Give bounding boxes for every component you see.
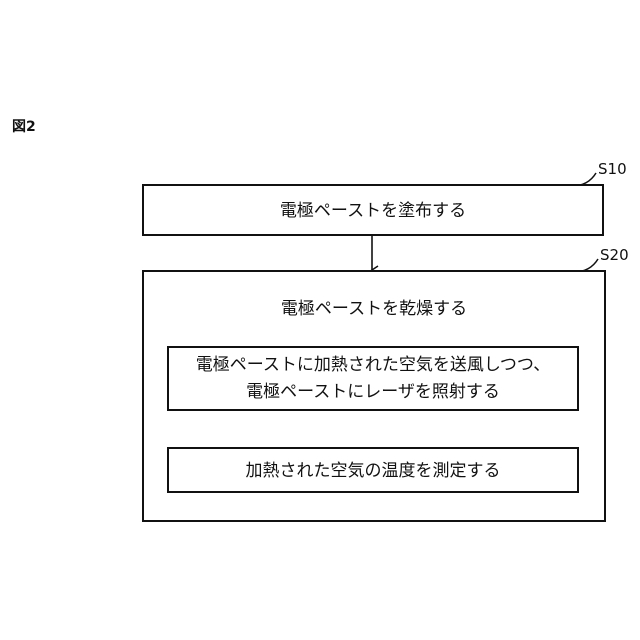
s21-text-line1: 電極ペーストに加熱された空気を送風しつつ、: [169, 352, 577, 378]
s21-box: 電極ペーストに加熱された空気を送風しつつ、 電極ペーストにレーザを照射する: [167, 346, 579, 411]
s20-text: 電極ペーストを乾燥する: [144, 296, 604, 322]
s10-step-label: S10: [598, 160, 627, 178]
s10-box: 電極ペーストを塗布する: [142, 184, 604, 236]
s21-text-line2: 電極ペーストにレーザを照射する: [169, 379, 577, 405]
s10-text: 電極ペーストを塗布する: [144, 198, 602, 224]
s22-box: 加熱された空気の温度を測定する: [167, 447, 579, 493]
s22-text: 加熱された空気の温度を測定する: [169, 458, 577, 484]
s20-step-label: S20: [600, 246, 629, 264]
